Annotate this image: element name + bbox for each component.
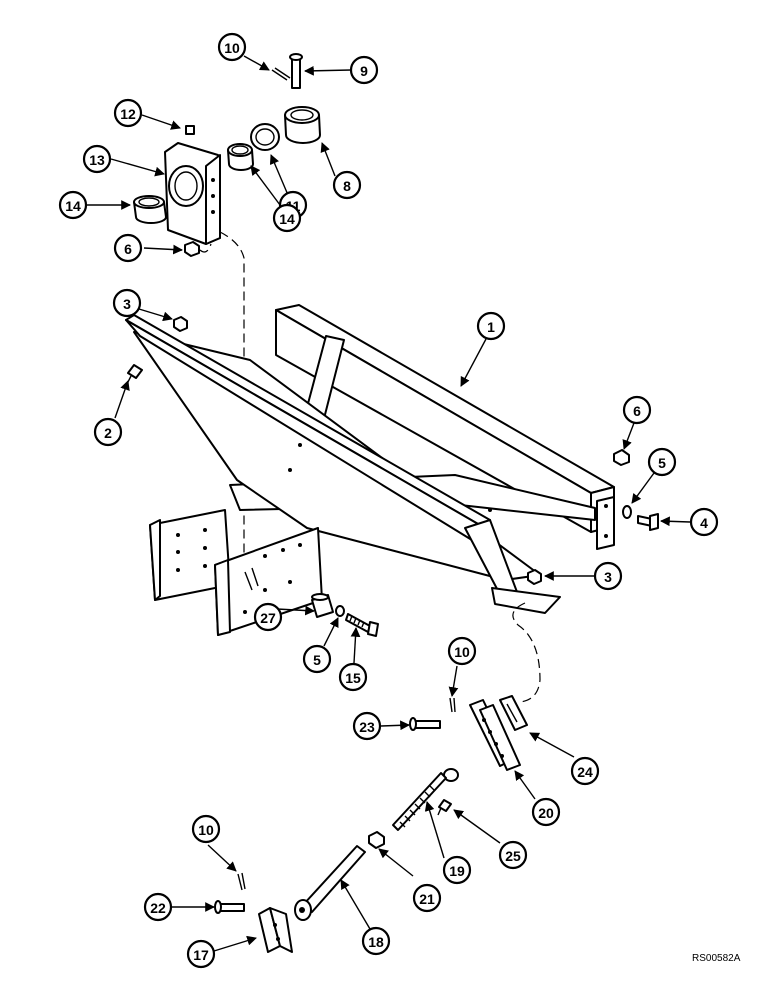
- eyebolt-part-19: [392, 768, 459, 831]
- nut-part-21: [368, 831, 385, 849]
- callout-10: 10: [191, 814, 221, 844]
- callout-label: 13: [89, 152, 105, 168]
- callout-label: 23: [359, 719, 375, 735]
- callout-label: 6: [124, 241, 132, 257]
- callout-1: 1: [476, 311, 506, 341]
- spacer-part-27: [311, 593, 334, 618]
- callout-4: 4: [689, 507, 719, 537]
- washer-part-5-right: [622, 505, 632, 519]
- callout-6: 6: [622, 395, 652, 425]
- callout-label: 24: [577, 764, 593, 780]
- callout-21: 21: [412, 883, 442, 913]
- callout-label: 21: [419, 891, 435, 907]
- callout-17: 17: [186, 939, 216, 969]
- callout-label: 15: [345, 670, 361, 686]
- callout-25: 25: [498, 840, 528, 870]
- callout-5: 5: [302, 644, 332, 674]
- callout-label: 3: [604, 569, 612, 585]
- bushing-part-14-right: [227, 143, 254, 171]
- callout-label: 18: [368, 934, 384, 950]
- callout-label: 9: [360, 63, 368, 79]
- callout-label: 10: [454, 644, 470, 660]
- washer-part-11: [250, 123, 280, 151]
- assembly-line-nut: [199, 243, 212, 253]
- callout-3: 3: [593, 561, 623, 591]
- callout-label: 10: [224, 40, 240, 56]
- callout-label: 5: [658, 455, 666, 471]
- callout-label: 14: [279, 211, 295, 227]
- callout-6: 6: [113, 233, 143, 263]
- bushing-part-14-left: [133, 195, 167, 224]
- callout-10: 10: [217, 32, 247, 62]
- rod-part-18: [294, 845, 366, 921]
- nut-part-6-top: [184, 241, 200, 257]
- nut-part-6-right: [613, 449, 630, 466]
- callout-3: 3: [112, 288, 142, 318]
- bolt-part-15: [345, 613, 379, 637]
- washer-part-5-lower: [335, 605, 345, 617]
- callout-label: 17: [193, 947, 209, 963]
- nut-part-3-right: [527, 569, 542, 585]
- callout-19: 19: [442, 855, 472, 885]
- bracket-plate-part-24: [499, 695, 528, 731]
- callout-2: 2: [93, 417, 123, 447]
- bolt-part-2: [126, 364, 143, 385]
- callout-18: 18: [361, 926, 391, 956]
- callout-10: 10: [447, 636, 477, 666]
- callout-24: 24: [570, 756, 600, 786]
- callout-label: 22: [150, 900, 166, 916]
- main-frame-part-1: [125, 304, 615, 636]
- assembly-line-housing: [219, 231, 245, 560]
- cotter-pin-part-10-middle: [449, 697, 456, 713]
- bracket-part-20: [469, 699, 521, 771]
- callout-label: 27: [260, 610, 276, 626]
- callout-14: 14: [58, 190, 88, 220]
- callout-label: 14: [65, 198, 81, 214]
- callout-label: 8: [343, 178, 351, 194]
- bolt-part-4: [637, 513, 659, 531]
- callout-label: 1: [487, 319, 495, 335]
- clevis-pin-part-22: [214, 900, 245, 914]
- callout-label: 6: [633, 403, 641, 419]
- clevis-pin-part-9: [289, 53, 303, 89]
- assembly-line-bracket: [512, 602, 541, 703]
- nut-part-3-top: [173, 316, 188, 332]
- callout-5: 5: [647, 447, 677, 477]
- drawing-reference-code: RS00582A: [692, 953, 741, 964]
- callout-label: 25: [505, 848, 521, 864]
- bearing-housing-part-13: [164, 142, 221, 245]
- callout-label: 4: [700, 515, 708, 531]
- collar-part-8: [284, 106, 321, 144]
- callout-8: 8: [332, 170, 362, 200]
- callout-14: 14: [272, 203, 302, 233]
- callout-15: 15: [338, 662, 368, 692]
- grease-fitting-part-12: [185, 125, 195, 135]
- callout-label: 5: [313, 652, 321, 668]
- callout-label: 2: [104, 425, 112, 441]
- callout-label: 10: [198, 822, 214, 838]
- clevis-pin-part-23: [409, 717, 441, 731]
- cotter-pin-part-10-top: [271, 67, 291, 81]
- callout-layer: 1091213811141463216543275151023242019252…: [58, 32, 719, 969]
- callout-label: 3: [123, 296, 131, 312]
- callout-12: 12: [113, 98, 143, 128]
- callout-label: 19: [449, 863, 465, 879]
- cotter-pin-part-10-bottom: [237, 872, 246, 891]
- callout-9: 9: [349, 55, 379, 85]
- bolt-part-25: [437, 799, 452, 816]
- callout-label: 12: [120, 106, 136, 122]
- callout-27: 27: [253, 602, 283, 632]
- clevis-bracket-part-17: [258, 907, 293, 953]
- callout-22: 22: [143, 892, 173, 922]
- callout-label: 20: [538, 805, 554, 821]
- callout-13: 13: [82, 144, 112, 174]
- callout-20: 20: [531, 797, 561, 827]
- callout-23: 23: [352, 711, 382, 741]
